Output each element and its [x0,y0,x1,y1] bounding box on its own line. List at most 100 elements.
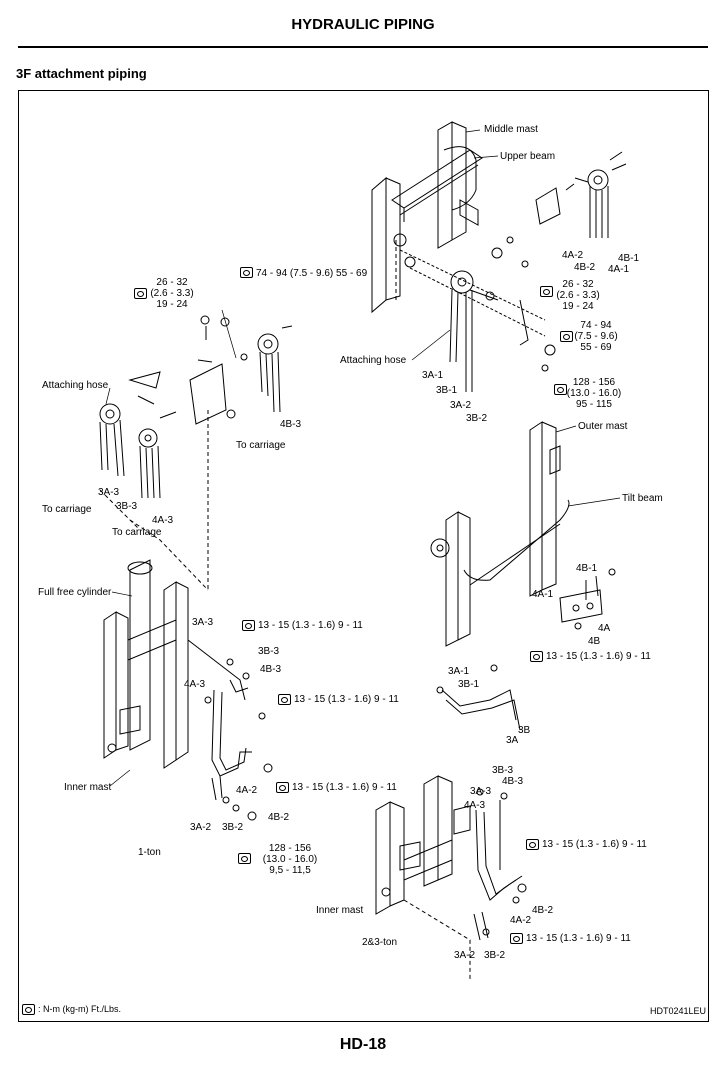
torque-wrench-icon [240,267,253,278]
label-tilt-beam: Tilt beam [622,493,663,504]
part-code: 3A-1 [422,370,444,381]
label-inner-mast: Inner mast [316,905,364,916]
label-inner-mast: Inner mast [64,782,112,793]
part-code: 4A-2 [236,785,258,796]
part-code: 3B [518,725,531,736]
torque-spec: (2.6 - 3.3) [150,288,194,299]
torque-spec: 128 - 156 [268,843,312,854]
label-1-ton: 1-ton [138,847,161,858]
lower-dashes [403,899,471,980]
two-three-ton-mast-drawing [375,775,471,915]
torque-spec: 95 - 115 [576,399,612,410]
part-code: 3B-2 [222,822,244,833]
label-full-free-cylinder: Full free cylinder [38,587,112,598]
label-to-carriage: To carriage [112,527,162,538]
torque-spec: 13 - 15 (1.3 - 1.6) 9 - 11 [294,694,399,705]
label-middle-mast: Middle mast [484,124,538,135]
part-code: 4B-2 [268,812,290,823]
torque-wrench-icon [540,286,553,297]
torque-spec: 9,5 - 11,5 [269,865,311,876]
torque-wrench-icon [242,620,255,631]
part-code: 3A [506,735,519,746]
label-attaching-hose-left: Attaching hose [42,380,109,391]
torque-wrench-icon [276,782,289,793]
part-code: 4A-3 [464,800,486,811]
part-code: 3B-3 [258,646,280,657]
part-code: 3A-1 [448,666,470,677]
torque-spec: 19 - 24 [562,301,594,312]
torque-spec: 13 - 15 (1.3 - 1.6) 9 - 11 [526,933,631,944]
torque-spec: 74 - 94 [580,320,612,331]
part-code: 3B-3 [116,501,138,512]
torque-wrench-icon [510,933,523,944]
torque-wrench-icon [278,694,291,705]
torque-spec: 13 - 15 (1.3 - 1.6) 9 - 11 [258,620,363,631]
torque-spec: 55 - 69 [580,342,612,353]
part-code: 4B-3 [260,664,282,675]
part-code: 3A-2 [454,950,476,961]
left-sheave-assembly [99,315,293,499]
part-code: 4A-3 [152,515,174,526]
part-code: 4B-3 [280,419,302,430]
part-code: 3A-3 [192,617,214,628]
one-ton-mast-drawing [103,559,246,769]
part-code: 4B-1 [618,253,640,264]
torque-spec: 128 - 156 [572,377,616,388]
page-title: HYDRAULIC PIPING [291,16,435,33]
part-code: 3B-1 [436,385,458,396]
torque-spec: 26 - 32 [156,277,188,288]
torque-wrench-icon [530,651,543,662]
torque-wrench-icon [560,331,573,342]
part-code: 4A-3 [184,679,206,690]
torque-spec: 13 - 15 (1.3 - 1.6) 9 - 11 [546,651,651,662]
torque-spec: (2.6 - 3.3) [556,290,600,301]
part-code: 4B-2 [574,262,596,273]
part-code: 3A-3 [98,487,120,498]
page-number: HD-18 [339,1036,387,1053]
label-to-carriage: To carriage [236,440,286,451]
page-header: HYDRAULIC PIPING [18,12,708,48]
torque-wrench-icon [554,384,567,395]
label-upper-beam: Upper beam [500,151,556,162]
part-code: 4A-2 [510,915,532,926]
upper-sheave-right [535,151,627,238]
section-title: 3F attachment piping [16,66,147,81]
upper-sheave-left [449,270,474,392]
one-ton-hose-lines [204,658,273,821]
label-to-carriage: To carriage [42,504,92,515]
part-code: 4A-1 [532,589,554,600]
diagram-frame [18,90,709,1022]
label-attaching-hose-top: Attaching hose [340,355,407,366]
part-code: 4A-2 [562,250,584,261]
part-code: 4B-3 [502,776,524,787]
part-code: 3B-3 [492,765,514,776]
torque-wrench-icon [526,839,539,850]
part-code: 3A-2 [190,822,212,833]
torque-spec: 13 - 15 (1.3 - 1.6) 9 - 11 [542,839,647,850]
torque-spec: 13 - 15 (1.3 - 1.6) 9 - 11 [292,782,397,793]
middle-mast-drawing [371,121,546,337]
part-code: 4A [598,623,611,634]
part-code: 3A-2 [450,400,472,411]
part-code: 3A-3 [470,786,492,797]
part-code: 4B-2 [532,905,554,916]
connector-dashes [99,240,397,591]
tilt-fitting-assembly [559,568,616,630]
torque-spec: (7.5 - 9.6) [574,331,618,342]
torque-spec: (13.0 - 16.0) [566,388,622,399]
torque-wrench-icon [134,288,147,299]
two-three-ton-hose-lines [473,788,527,941]
label-2-3-ton: 2&3-ton [362,937,398,948]
torque-spec: 26 - 32 [562,279,594,290]
torque-legend: : N-m (kg-m) Ft./Lbs. [38,1004,121,1014]
figure-code: HDT0241LEU [649,1006,706,1016]
leader-lines [105,129,621,787]
part-code: 3B-2 [484,950,506,961]
part-code: 4B-1 [576,563,598,574]
torque-spec: 74 - 94 (7.5 - 9.6) 55 - 69 [256,268,368,279]
fittings-top [469,236,556,372]
part-code: 4B [588,636,601,647]
outer-mast-drawing [430,421,570,647]
torque-wrench-icon [22,1004,35,1015]
